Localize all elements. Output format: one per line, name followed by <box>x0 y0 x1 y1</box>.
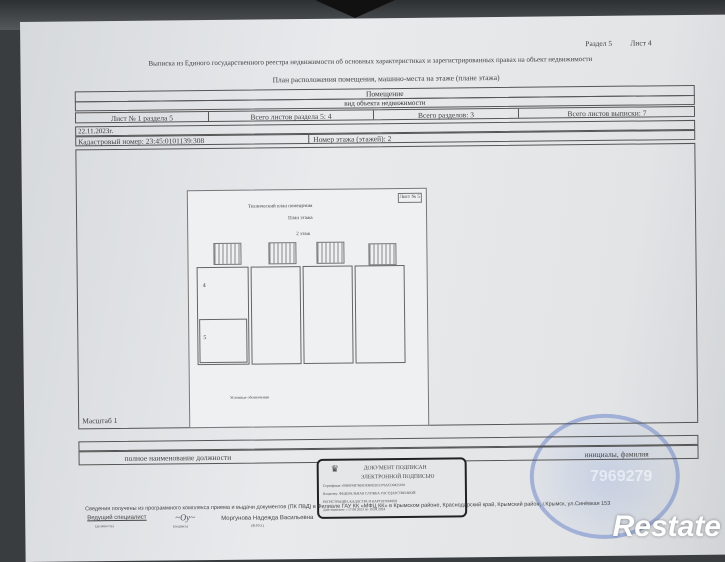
floor-plan: Лист № 5 Технический план помещения План… <box>186 187 430 429</box>
room <box>354 264 406 364</box>
plan-sheet: Лист № 5 <box>397 192 422 203</box>
watermark-number: 7969279 <box>590 468 653 485</box>
dark-object <box>315 0 395 18</box>
room-label: 4 <box>202 283 206 290</box>
stair <box>213 242 242 265</box>
total-sections: Всего разделов: 3 <box>373 108 520 120</box>
emblem-icon: ♛ <box>330 463 339 474</box>
section-label: Раздел 5 <box>585 38 613 49</box>
esign-cert: Сертификат: 00B0F6B7665DEB0D2E5376ACD042… <box>322 482 405 488</box>
handwritten-signature: ~Ѹ~ <box>175 512 195 523</box>
room <box>302 265 354 365</box>
sheet-label: Лист 4 <box>630 38 652 48</box>
document-subtitle: План расположения помещения, машино-мест… <box>272 72 500 85</box>
sheet-number: Лист № 1 раздела 5 <box>75 112 210 123</box>
position-caption: полное наименование должности <box>124 452 232 463</box>
plan-subtitle: План этажа <box>288 215 313 222</box>
footer-role: Ведущий специалист <box>87 514 147 522</box>
plan-legend: Условные обозначения <box>229 394 269 400</box>
restate-logo: Restate <box>612 510 721 543</box>
stair <box>316 241 345 264</box>
esign-line1: ДОКУМЕНТ ПОДПИСАН <box>363 464 427 472</box>
room <box>199 318 248 364</box>
cadastral-number: Кадастровый номер: 23:45:0101139:308 <box>76 134 310 146</box>
esign-line2: ЭЛЕКТРОННОЙ ПОДПИСЬЮ <box>360 473 435 481</box>
sign-caption: (подпись) <box>173 524 188 529</box>
scale: Масштаб 1 <box>82 416 118 426</box>
stair <box>268 242 297 265</box>
total-sheets: Всего листов выписки: 7 <box>567 108 647 119</box>
role-caption: (должность) <box>95 524 114 529</box>
name-caption: инициалы, фамилия <box>584 449 649 460</box>
plan-title: Технический план помещения <box>247 203 313 210</box>
document-title: Выписка из Единого государственного реес… <box>148 55 593 68</box>
plan-floor: 2 этаж <box>296 231 311 238</box>
esign-owner: Владелец: ФЕДЕРАЛЬНАЯ СЛУЖБА ГОСУДАРСТВЕ… <box>322 490 416 496</box>
name-caption-footer: (Ф.И.О.) <box>251 523 265 528</box>
stair <box>368 243 397 266</box>
room <box>250 266 302 365</box>
total-sheets-section: Всего листов раздела 5: 4 <box>208 110 375 122</box>
floor-number: Номер этажа (этажей): 2 <box>313 134 392 144</box>
footer-name: Моргунова Надежда Васильевна <box>221 514 314 522</box>
room-label: 5 <box>203 335 207 342</box>
